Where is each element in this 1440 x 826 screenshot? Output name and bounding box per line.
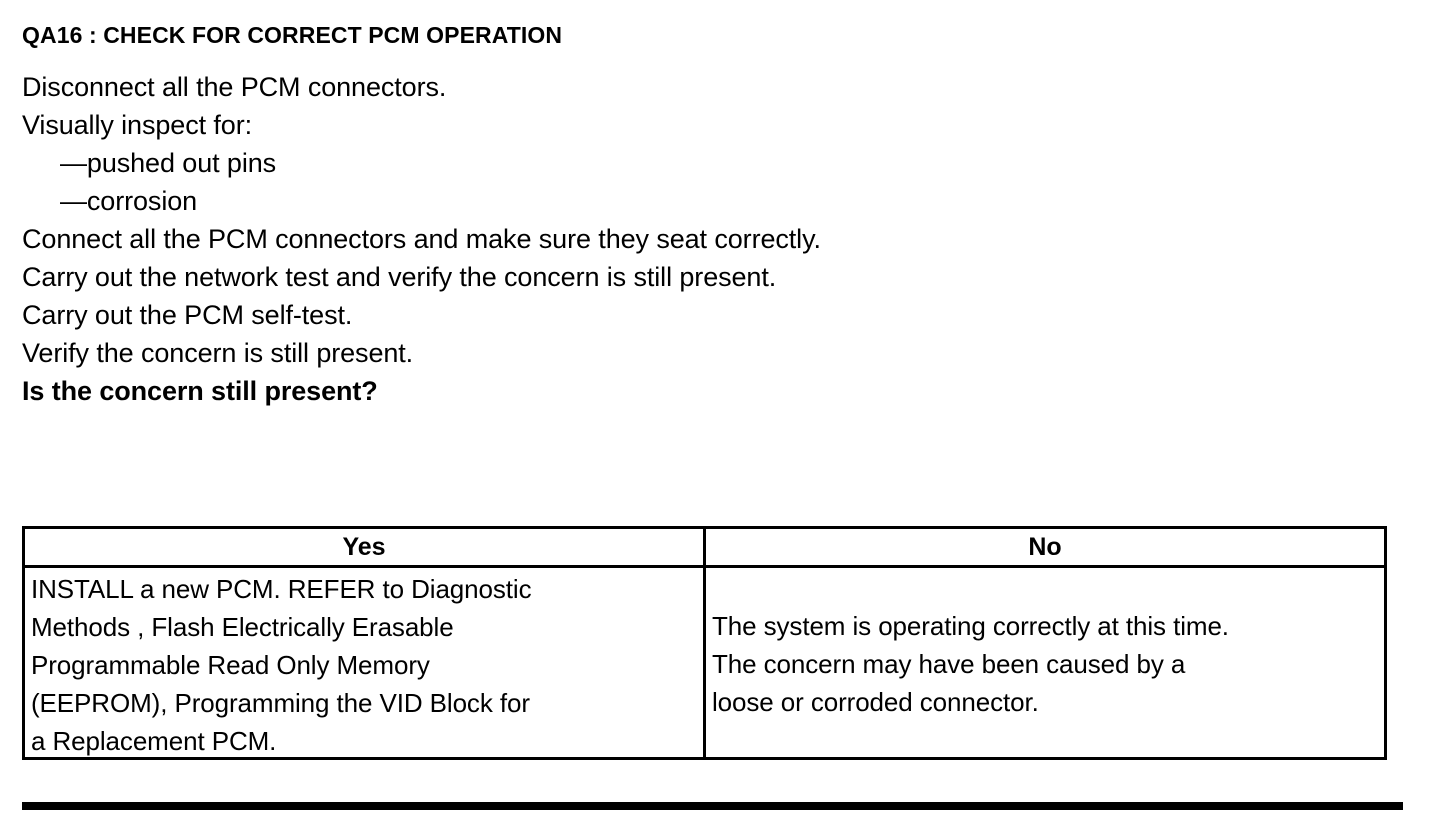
yes-action-text: INSTALL a new PCM. REFER to Diagnostic M… xyxy=(25,568,703,760)
yes-action-line: (EEPROM), Programming the VID Block for xyxy=(31,688,530,718)
column-header-no: No xyxy=(1028,532,1062,561)
table-header-cell-no: No xyxy=(706,529,1384,565)
column-header-yes: Yes xyxy=(342,532,386,561)
page-title: QA16 : CHECK FOR CORRECT PCM OPERATION xyxy=(22,22,563,48)
decision-question: Is the concern still present? xyxy=(22,376,378,406)
instruction-bullet: —corrosion xyxy=(60,186,198,216)
instruction-bullet: —pushed out pins xyxy=(60,148,277,178)
instruction-line: Verify the concern is still present. xyxy=(22,338,414,368)
yes-action-line: a Replacement PCM. xyxy=(31,726,277,756)
instruction-line: Carry out the network test and verify th… xyxy=(22,262,777,292)
no-action-line: The concern may have been caused by a xyxy=(712,649,1186,679)
instruction-line: Disconnect all the PCM connectors. xyxy=(22,72,447,102)
footer-divider xyxy=(22,802,1403,810)
instruction-list: Disconnect all the PCM connectors. Visua… xyxy=(22,68,1402,410)
table-cell-yes: INSTALL a new PCM. REFER to Diagnostic M… xyxy=(25,568,706,760)
decision-table: Yes No INSTALL a new PCM. REFER to Diagn… xyxy=(22,526,1387,760)
instruction-line: Connect all the PCM connectors and make … xyxy=(22,224,821,254)
no-action-line: loose or corroded connector. xyxy=(712,687,1039,717)
instruction-line: Carry out the PCM self-test. xyxy=(22,300,353,330)
no-action-text: The system is operating correctly at thi… xyxy=(706,607,1384,721)
table-header-row: Yes No xyxy=(25,529,1384,568)
yes-action-line: Methods , Flash Electrically Erasable xyxy=(31,612,454,642)
table-header-cell-yes: Yes xyxy=(25,529,706,565)
instruction-line: Visually inspect for: xyxy=(22,110,253,140)
table-row: INSTALL a new PCM. REFER to Diagnostic M… xyxy=(25,568,1384,760)
yes-action-line: INSTALL a new PCM. REFER to Diagnostic xyxy=(31,574,532,604)
yes-action-line: Programmable Read Only Memory xyxy=(31,650,430,680)
no-action-line: The system is operating correctly at thi… xyxy=(712,611,1229,641)
table-cell-no: The system is operating correctly at thi… xyxy=(706,568,1384,760)
